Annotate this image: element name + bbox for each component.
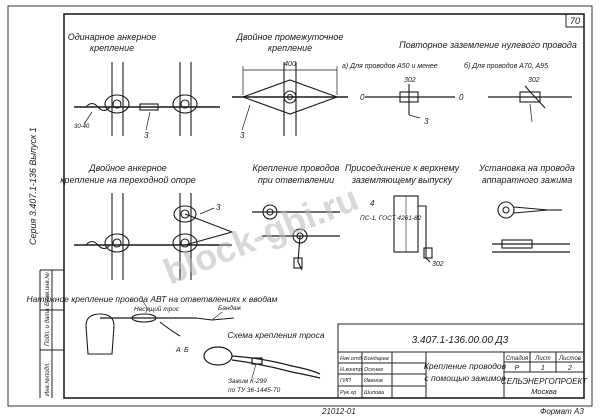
- d3-zero-right: 0: [459, 93, 464, 102]
- d3-grounding-drawing: [365, 84, 572, 123]
- d2-title-1: Двойное промежуточное: [236, 32, 344, 42]
- stage-header: Стадия: [506, 356, 529, 362]
- sheets-value: 2: [567, 365, 572, 372]
- d7-title-1: Установка на провода: [478, 163, 575, 173]
- stamp-role-1: Нач.отд: [340, 356, 362, 362]
- d5-title-2: при ответвлении: [258, 175, 334, 185]
- d3-ref: 3: [424, 117, 429, 126]
- outer-border: [7, 5, 593, 407]
- stamp-role-2: Н.контр: [340, 367, 362, 373]
- d6-grounding-connection-drawing: [393, 195, 433, 263]
- d6-title-1: Присоединение к верхнему: [345, 163, 460, 173]
- stamp-role-4: Рук.гр: [340, 390, 356, 396]
- d3-part-b: 302: [528, 77, 540, 84]
- footer-format: Формат А3: [540, 407, 584, 416]
- stamp-name-2: Осенев: [364, 367, 383, 373]
- d9-rope-scheme-drawing: [203, 346, 321, 379]
- stamp-name-1: Бондарев: [364, 356, 389, 362]
- d3-subtitle-a: а) Для проводов А50 и менее: [342, 62, 438, 70]
- d6-title-2: заземляющему выпуску: [351, 175, 453, 185]
- d6-part-no: 4: [370, 199, 375, 208]
- sheets-header: Листов: [558, 356, 581, 362]
- d9-title: Схема крепления троса: [227, 330, 325, 340]
- d6-standard: ПС-1, ГОСТ 4261-82: [360, 215, 422, 222]
- title-block: [337, 323, 585, 399]
- title-line-1: Крепление проводов: [424, 361, 507, 371]
- page-number: 70: [570, 16, 580, 26]
- d9-clamp-name: Зажим К-299: [228, 378, 267, 385]
- doc-code: 3.407.1-136.00.00 Д3: [412, 335, 509, 346]
- margin-label-sign: Подп. и дата: [45, 308, 51, 346]
- sheet-header: Лист: [534, 356, 550, 362]
- d1-single-anchor-drawing: [74, 62, 220, 136]
- d3-part-a: 302: [404, 77, 416, 84]
- d1-ref: 3: [144, 131, 149, 140]
- organization-name: СЕЛЬЭНЕРГОПРОЕКТ: [501, 377, 588, 386]
- d1-title-1: Одинарное анкерное: [68, 32, 157, 42]
- d3-title: Повторное заземление нулевого провода: [399, 40, 577, 50]
- d8-label-carrier: Несущий трос: [134, 305, 180, 313]
- d2-dimension: 400: [284, 61, 296, 68]
- d4-ref: 3: [216, 203, 221, 212]
- d2-double-intermediate-drawing: [232, 62, 348, 136]
- margin-label-replace: Взам.инв.№: [44, 272, 51, 306]
- d5-branching-drawing: [252, 204, 340, 271]
- d4-title-1: Двойное анкерное: [88, 163, 167, 173]
- margin-label-inv: Инв.№подл.: [44, 362, 51, 396]
- footer-inventory-number: 21012-01: [321, 407, 356, 416]
- d8-title: Натяжное крепление провода АВТ на ответв…: [27, 294, 278, 304]
- d4-double-anchor-drawing: [74, 193, 234, 280]
- d7-apparatus-clamp-drawing: [492, 201, 570, 253]
- sheet-value: 1: [541, 365, 545, 372]
- d8-label-bandage: Бандаж: [218, 304, 242, 312]
- inner-border: [63, 13, 585, 399]
- page-number-box: [565, 13, 585, 28]
- d6-part: 302: [432, 261, 444, 268]
- d1-title-2: крепление: [90, 43, 134, 53]
- stamp-role-3: ГИП: [340, 378, 351, 384]
- d5-title-1: Крепление проводов: [253, 163, 340, 173]
- side-series-stamp: Серия 3.407.1-136 Выпуск 1: [28, 127, 38, 245]
- d3-zero-left: 0: [360, 93, 365, 102]
- stage-value: Р: [515, 365, 520, 372]
- stamp-name-3: Иванов: [364, 378, 383, 384]
- d8-label-a: А: [175, 347, 181, 354]
- d2-ref: 3: [240, 131, 245, 140]
- organization-city: Москва: [531, 387, 557, 396]
- d1-dimension: 30-40: [74, 124, 90, 130]
- stamp-name-4: Шипова: [364, 390, 384, 396]
- d8-avt-fastening-drawing: [85, 299, 235, 355]
- d2-title-2: крепление: [268, 43, 312, 53]
- d9-clamp-standard: по ТУ 36-1445-70: [228, 387, 281, 394]
- d4-title-2: крепление на переходной опоре: [60, 175, 196, 185]
- d7-title-2: аппаратного зажима: [482, 175, 573, 185]
- d3-subtitle-b: б) Для проводов А70, А95: [464, 62, 548, 70]
- title-line-2: с помощью зажимов: [424, 373, 506, 383]
- d8-label-b: Б: [184, 347, 189, 354]
